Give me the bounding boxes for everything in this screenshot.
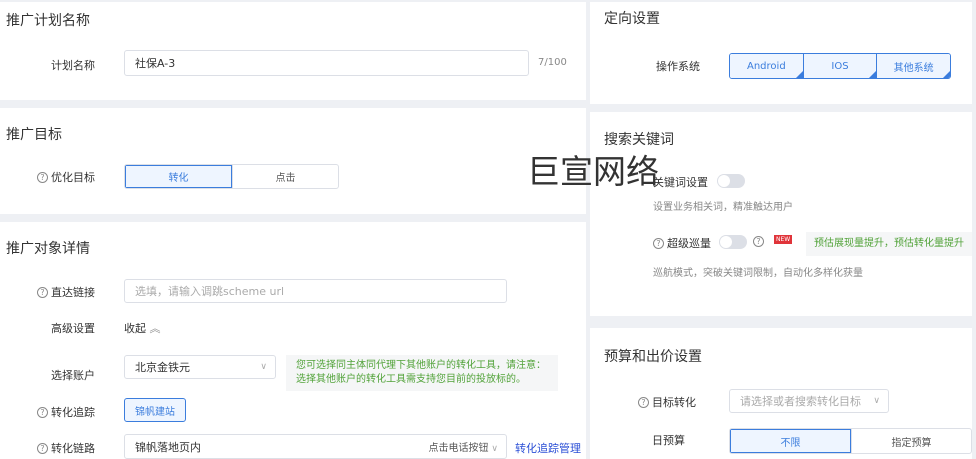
os-option-android[interactable]: Android: [730, 54, 803, 78]
section-title: 推广计划名称: [6, 13, 90, 29]
account-select[interactable]: 北京金铁元∨: [124, 355, 276, 379]
daily-segmented: 不限 指定预算: [729, 428, 972, 454]
chevron-down-icon: ∨: [873, 396, 880, 406]
tracking-manage-link[interactable]: 转化追踪管理: [515, 442, 581, 455]
plan-name-label: 计划名称: [51, 59, 95, 72]
target-select[interactable]: 请选择或者搜索转化目标∨: [729, 389, 889, 413]
keyword-setting-label: 关键词设置: [653, 176, 708, 189]
new-badge: NEW: [774, 235, 793, 244]
super-label: ?超级巡量: [653, 235, 711, 251]
tracking-button[interactable]: 锦帆建站: [124, 398, 186, 422]
goal-option-convert[interactable]: 转化: [125, 165, 232, 188]
chain-select[interactable]: 锦帆落地页内点击电话按钮 ∨: [124, 434, 507, 459]
help-icon[interactable]: ?: [37, 443, 48, 454]
section-title: 推广对象详情: [6, 241, 90, 257]
advanced-label: 高级设置: [51, 322, 95, 335]
chain-label: ?转化链路: [20, 440, 95, 456]
deeplink-label: ?直达链接: [20, 284, 95, 300]
budget-card: 预算和出价设置 ?目标转化 请选择或者搜索转化目标∨ 日预算 不限 指定预算: [590, 328, 972, 459]
daily-option-unlimited[interactable]: 不限: [730, 429, 851, 453]
detail-card: 推广对象详情 ?直达链接 选填，请输入调跳scheme url 高级设置 收起 …: [0, 222, 586, 459]
help-icon[interactable]: ?: [37, 407, 48, 418]
goal-label: ?优化目标: [20, 169, 95, 185]
daily-label: 日预算: [652, 434, 685, 447]
account-tip: 您可选择同主体同代理下其他账户的转化工具，请注意：选择其他账户的转化工具需支持您…: [286, 355, 558, 391]
input-value: 社保A-3: [135, 57, 176, 70]
keywords-card: 搜索关键词 关键词设置 设置业务相关词，精准触达用户 ?超级巡量 ? NEW 预…: [590, 112, 972, 316]
placeholder: 选填，请输入调跳scheme url: [135, 285, 285, 298]
section-title: 定向设置: [604, 11, 660, 27]
help-icon[interactable]: ?: [37, 287, 48, 298]
goal-option-click[interactable]: 点击: [232, 165, 338, 188]
keyword-toggle[interactable]: [717, 174, 745, 188]
target-label: ?目标转化: [638, 394, 696, 410]
os-option-other[interactable]: 其他系统: [876, 54, 950, 78]
goal-segmented: 转化 点击: [124, 164, 339, 189]
section-title: 推广目标: [6, 127, 62, 143]
help-icon[interactable]: ?: [638, 397, 649, 408]
char-counter: 7/100: [538, 57, 567, 68]
super-toggle[interactable]: [719, 235, 747, 249]
watermark: 巨宣网络: [527, 152, 659, 191]
super-tip: 预估展现量提升，预估转化量提升: [806, 232, 972, 256]
chevron-up-icon: ︽: [149, 322, 161, 335]
os-option-ios[interactable]: IOS: [802, 54, 877, 78]
goal-card: 推广目标 ?优化目标 转化 点击: [0, 108, 586, 214]
help-icon[interactable]: ?: [753, 236, 764, 247]
plan-card: 推广计划名称 计划名称 社保A-3 7/100: [0, 2, 586, 100]
os-segmented: Android IOS 其他系统: [729, 53, 951, 79]
plan-name-input[interactable]: 社保A-3: [124, 50, 529, 76]
help-icon[interactable]: ?: [37, 172, 48, 183]
deeplink-input[interactable]: 选填，请输入调跳scheme url: [124, 279, 507, 303]
super-hint: 巡航模式，突破关键词限制，自动化多样化获量: [653, 268, 863, 279]
daily-option-specified[interactable]: 指定预算: [851, 429, 971, 453]
help-icon[interactable]: ?: [653, 238, 664, 249]
targeting-card: 定向设置 操作系统 Android IOS 其他系统: [590, 2, 972, 104]
chevron-down-icon: ∨: [260, 362, 267, 372]
section-title: 搜索关键词: [604, 132, 674, 148]
chevron-down-icon: ∨: [488, 444, 498, 454]
os-label: 操作系统: [656, 60, 700, 73]
account-label: 选择账户: [51, 369, 95, 382]
tracking-label: ?转化追踪: [20, 404, 95, 420]
keyword-hint: 设置业务相关词，精准触达用户: [653, 202, 793, 213]
collapse-toggle[interactable]: 收起 ︽: [124, 322, 161, 335]
section-title: 预算和出价设置: [604, 349, 702, 365]
